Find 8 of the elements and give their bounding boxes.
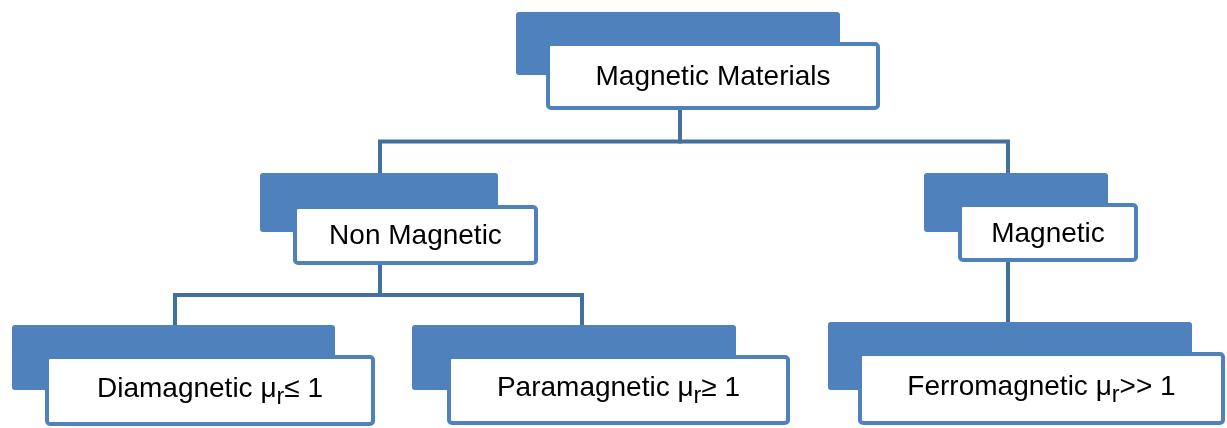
connector-line [378,265,584,325]
category-label: Magnetic Materials [595,60,831,92]
connector-line [1006,262,1010,322]
category-label: Diamagnetic μ$_{r}$≤ 1 [96,371,323,410]
category-label: Paramagnetic μ$_{r}$≥ 1 [496,371,741,409]
category-label: Non Magnetic [329,219,502,251]
category-label: Magnetic [991,216,1105,249]
category-label: Ferromagnetic μ$_{r}$>> 1 [907,369,1176,408]
